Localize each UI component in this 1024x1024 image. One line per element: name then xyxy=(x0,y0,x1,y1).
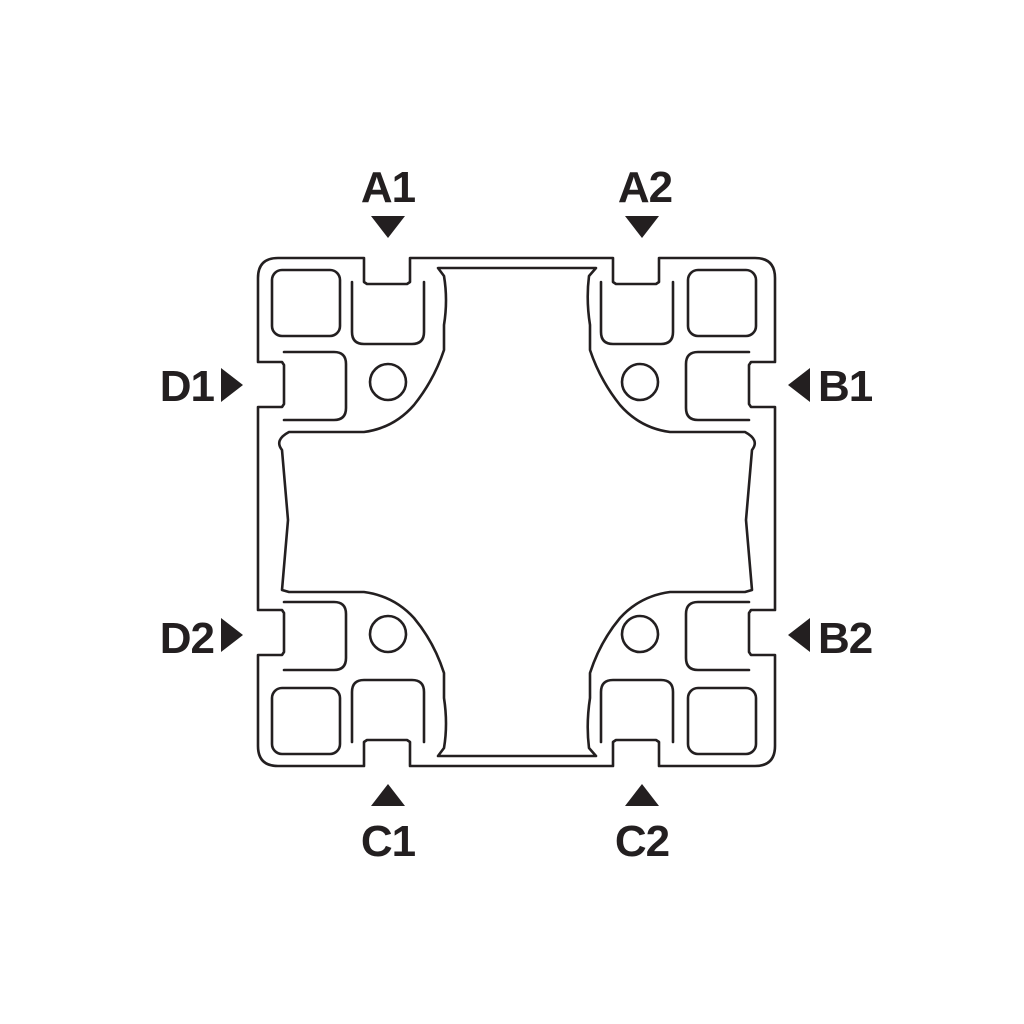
bore-holes xyxy=(368,362,660,654)
slot-chamber-a2 xyxy=(599,280,675,346)
arrow-d2-icon xyxy=(221,618,243,652)
label-b2: B2 xyxy=(818,614,872,663)
label-c1: C1 xyxy=(361,817,416,866)
slot-chamber-d2 xyxy=(282,600,348,672)
slot-chamber-b1 xyxy=(684,350,751,422)
arrow-a1-icon xyxy=(371,216,405,238)
label-b1: B1 xyxy=(818,362,873,411)
slot-chamber-a1 xyxy=(350,280,426,346)
label-a2: A2 xyxy=(618,163,672,212)
bore-hole-top-right xyxy=(620,362,660,402)
arrow-a2-icon xyxy=(625,216,659,238)
corner-chamber-bottom-left xyxy=(270,686,342,756)
slot-chambers xyxy=(282,280,751,744)
slot-chamber-c1 xyxy=(350,678,426,744)
corner-chambers xyxy=(270,268,758,756)
slot-labels: A1 A2 C1 C2 D1 D2 B1 B2 xyxy=(160,163,874,866)
arrow-b2-icon xyxy=(788,618,810,652)
bore-hole-top-left xyxy=(368,362,408,402)
bore-hole-bottom-left xyxy=(368,614,408,654)
arrow-b1-icon xyxy=(788,368,810,402)
slot-arrows xyxy=(221,216,810,806)
corner-chamber-top-left xyxy=(270,268,342,338)
label-d1: D1 xyxy=(160,362,215,411)
label-d2: D2 xyxy=(160,614,214,663)
arrow-d1-icon xyxy=(221,368,243,402)
bore-hole-bottom-right xyxy=(620,614,660,654)
corner-chamber-bottom-right xyxy=(686,686,758,756)
arrow-c2-icon xyxy=(625,784,659,806)
center-cavity xyxy=(277,266,757,758)
slot-chamber-c2 xyxy=(599,678,675,744)
profile-outer-contour xyxy=(256,256,777,768)
corner-chamber-top-right xyxy=(686,268,758,338)
slot-chamber-d1 xyxy=(282,350,348,422)
aluminium-profile-cross-section xyxy=(256,256,777,768)
label-a1: A1 xyxy=(361,163,416,212)
slot-chamber-b2 xyxy=(684,600,751,672)
label-c2: C2 xyxy=(615,817,669,866)
arrow-c1-icon xyxy=(371,784,405,806)
